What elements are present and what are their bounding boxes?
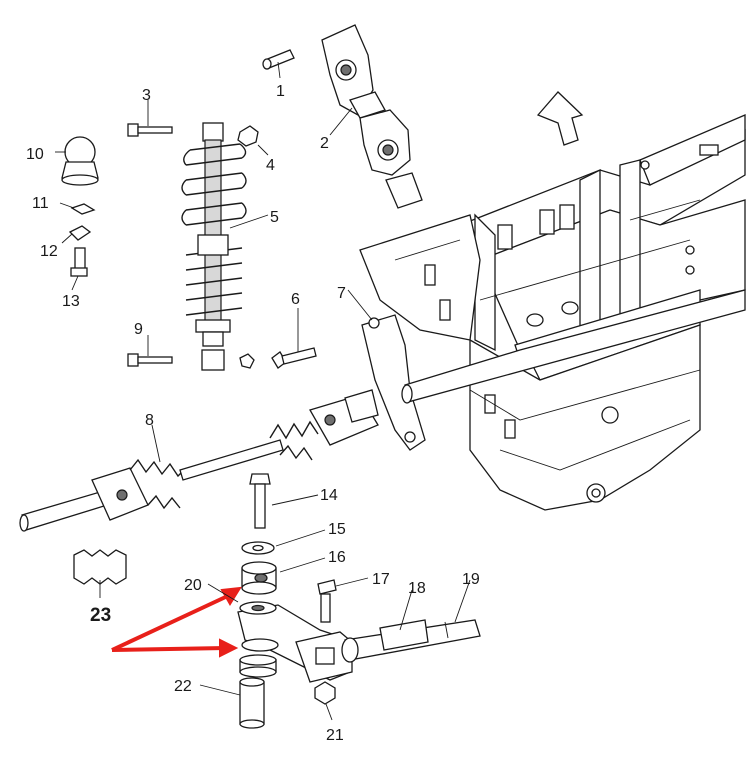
part-3-bolt	[127, 123, 173, 137]
part-4-nut	[237, 125, 259, 147]
part-6-bolt	[271, 347, 317, 369]
callout-2: 2	[320, 135, 329, 152]
part-7-bracket	[361, 314, 426, 451]
small-nut	[239, 353, 255, 369]
callout-19: 19	[462, 571, 480, 588]
callout-15: 15	[328, 521, 346, 538]
callout-14: 14	[320, 487, 338, 504]
part-11-washer	[70, 203, 96, 215]
callout-18: 18	[408, 580, 426, 597]
part-20-control-arm	[237, 601, 353, 683]
callout-10: 10	[26, 146, 44, 163]
part-5-shock-absorber	[181, 122, 247, 371]
part-21-nut	[314, 681, 336, 705]
part-22-pin	[239, 677, 265, 729]
callout-21: 21	[326, 727, 344, 744]
part-1-pin	[262, 49, 295, 70]
part-14-bolt	[249, 473, 271, 529]
part-16-bushing	[241, 561, 277, 595]
part-23-seal	[73, 549, 127, 585]
part-2-universal-joint	[321, 24, 423, 209]
part-10-ball-boot	[61, 136, 99, 186]
part-18-19-tie-rod	[341, 619, 481, 663]
part-9-bolt	[127, 353, 173, 367]
callout-4: 4	[266, 157, 275, 174]
callout-17: 17	[372, 571, 390, 588]
part-17-bolt	[317, 579, 337, 623]
callout-9: 9	[134, 321, 143, 338]
part-15-washer	[241, 541, 275, 555]
callout-20: 20	[184, 577, 202, 594]
callout-3: 3	[142, 87, 151, 104]
part-13-stud	[70, 247, 88, 277]
highlight-arrows	[111, 586, 242, 658]
leader-lines	[55, 61, 471, 721]
callout-5: 5	[270, 209, 279, 226]
callout-7: 7	[337, 285, 346, 302]
part-8-drive-shaft	[19, 389, 379, 532]
callout-12: 12	[40, 243, 58, 260]
part-12-clip	[68, 225, 92, 241]
callout-8: 8	[145, 412, 154, 429]
callout-22: 22	[174, 678, 192, 695]
callout-11: 11	[32, 195, 49, 212]
callout-13: 13	[62, 293, 80, 310]
callout-6: 6	[291, 291, 300, 308]
callout-1: 1	[276, 83, 285, 100]
lower-bushing	[239, 654, 277, 678]
direction-arrow-icon	[536, 91, 584, 146]
callout-23: 23	[90, 605, 111, 626]
callout-numbers: 1 2 3 4 5 6 7 8 9 10 11 12 13 14 15 16 1…	[26, 83, 480, 744]
callout-16: 16	[328, 549, 346, 566]
